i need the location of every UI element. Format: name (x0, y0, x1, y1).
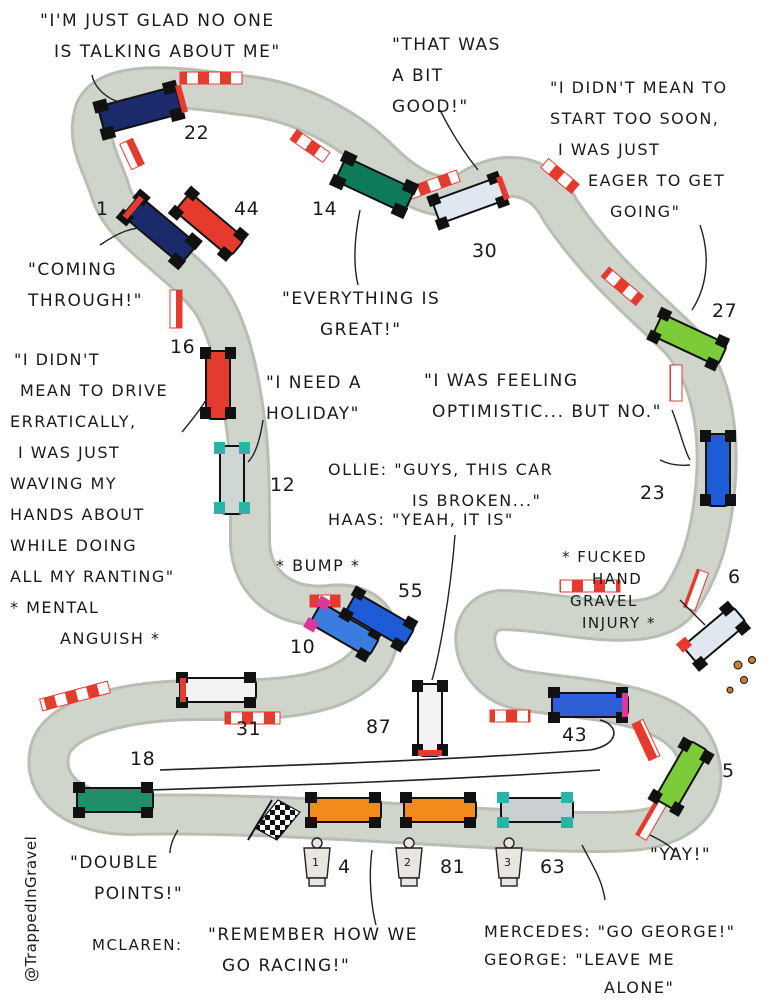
car-55 (338, 585, 419, 653)
car-6 (675, 600, 752, 672)
car-14 (328, 150, 420, 220)
quote-george: GEORGE: "LEAVE ME ALONE" (484, 950, 676, 997)
car-number-12: 12 (270, 474, 296, 496)
car-31 (176, 672, 257, 708)
car-number-31: 31 (236, 718, 262, 740)
car-number-23: 23 (640, 482, 666, 504)
car-87 (412, 680, 448, 757)
trophy-place-3: 3 (504, 856, 512, 869)
car-44 (167, 185, 250, 262)
gravel-stones (726, 656, 756, 694)
inner-track-lines (149, 719, 615, 791)
car-30 (426, 170, 510, 231)
car-number-30: 30 (472, 240, 498, 262)
car-18 (73, 782, 154, 818)
podium-number-4: 4 (338, 856, 351, 878)
quote-coming-through: "COMING THROUGH!" (28, 260, 143, 311)
quote-yay: "YAY!" (650, 845, 712, 865)
trophy-place-2: 2 (404, 856, 412, 869)
car-number-43: 43 (562, 724, 588, 746)
quote-everything-great: "EVERYTHING IS GREAT!" (282, 289, 441, 340)
car-43 (548, 687, 629, 723)
car-number-44: 44 (234, 198, 260, 220)
chequered-flag-icon (247, 799, 301, 841)
trophy-icons (303, 837, 523, 887)
bump-note: * BUMP * (276, 556, 361, 575)
car-number-16: 16 (170, 336, 196, 358)
car-number-1: 1 (96, 198, 109, 220)
car-22 (92, 79, 189, 141)
quote-left-rant: "I DIDN'T MEAN TO DRIVE ERRATICALLY, I W… (10, 350, 175, 648)
car-number-10: 10 (290, 636, 316, 658)
artist-credit: @TrappedInGravel (22, 835, 40, 982)
quote-top-middle: "THAT WAS A BIT GOOD!" (392, 35, 501, 117)
car-4 (305, 792, 382, 828)
injury-note: * FUCKED HAND GRAVEL INJURY * (562, 548, 656, 632)
speech-pointer-lines (91, 74, 707, 926)
car-number-18: 18 (130, 748, 156, 770)
quote-top-right: "I DIDN'T MEAN TO START TOO SOON, I WAS … (550, 78, 728, 221)
mclaren-label: MCLAREN: (92, 936, 183, 954)
car-5 (647, 736, 715, 817)
car-23 (700, 430, 736, 507)
quote-ollie: OLLIE: "GUYS, THIS CAR IS BROKEN..." (328, 460, 554, 510)
car-number-5: 5 (722, 760, 735, 782)
car-27 (646, 306, 731, 372)
quote-mclaren: "REMEMBER HOW WE GO RACING!" (208, 925, 418, 976)
trophy-place-1: 1 (312, 856, 320, 869)
car-number-87: 87 (366, 716, 392, 738)
track-surface (27, 66, 738, 854)
car-12 (214, 442, 250, 515)
quote-haas: HAAS: "YEAH, IT IS" (328, 510, 514, 529)
car-number-22: 22 (184, 122, 210, 144)
podium-number-63: 63 (540, 856, 566, 878)
car-1 (115, 188, 203, 271)
car-number-14: 14 (312, 198, 338, 220)
quote-double-points: "DOUBLE POINTS!" (70, 853, 184, 904)
car-number-6: 6 (728, 566, 741, 588)
quote-mercedes: MERCEDES: "GO GEORGE!" (484, 922, 736, 941)
quote-optimistic: "I WAS FEELING OPTIMISTIC... BUT NO." (424, 371, 662, 422)
quote-top-left: "I'M JUST GLAD NO ONE IS TALKING ABOUT M… (40, 11, 281, 62)
car-16 (200, 347, 236, 420)
podium-number-81: 81 (440, 856, 466, 878)
car-number-55: 55 (398, 580, 424, 602)
car-number-27: 27 (712, 300, 738, 322)
quote-holiday: "I NEED A HOLIDAY" (266, 373, 363, 424)
car-63 (497, 792, 574, 828)
kerbs (39, 71, 710, 842)
car-81 (400, 792, 477, 828)
